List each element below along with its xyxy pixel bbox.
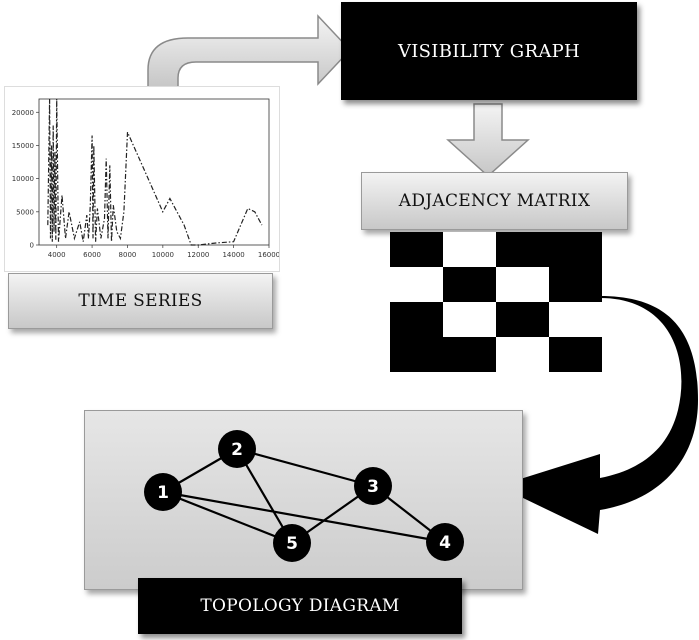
graph-node-label: 1 xyxy=(157,483,169,503)
matrix-cell xyxy=(443,337,496,372)
matrix-cell xyxy=(390,232,443,267)
visibility-graph-box: VISIBILITY GRAPH xyxy=(341,2,637,100)
time-series-label: TIME SERIES xyxy=(78,291,203,311)
adjacency-matrix-label: ADJACENCY MATRIX xyxy=(398,191,591,211)
x-tick-label: 8000 xyxy=(119,251,137,259)
topology-diagram-box: TOPOLOGY DIAGRAM xyxy=(138,578,462,634)
x-tick-label: 16000 xyxy=(258,251,279,259)
graph-node xyxy=(426,523,464,561)
adjacency-matrix-grid xyxy=(390,232,602,372)
y-tick-label: 20000 xyxy=(12,109,34,117)
graph-node-label: 3 xyxy=(367,477,379,497)
time-series-box: TIME SERIES xyxy=(8,273,273,329)
graph-edge xyxy=(236,447,374,488)
y-tick-label: 0 xyxy=(30,242,34,250)
graph-node-label: 2 xyxy=(231,440,243,460)
graph-node xyxy=(144,473,182,511)
plot-frame xyxy=(38,98,270,246)
graph-node xyxy=(218,430,256,468)
matrix-cell xyxy=(390,337,443,372)
graph-edge xyxy=(162,490,446,544)
time-series-chart: 4000 6000 8000 10000 12000 14000 16000 0 5000 100… xyxy=(12,98,280,259)
x-tick-label: 10000 xyxy=(152,251,174,259)
adjacency-matrix-box: ADJACENCY MATRIX xyxy=(361,172,628,230)
matrix-cell xyxy=(443,232,496,267)
topology-diagram-label: TOPOLOGY DIAGRAM xyxy=(200,596,400,616)
series-line xyxy=(47,98,263,246)
curved-black-arrow xyxy=(498,296,698,534)
matrix-cell xyxy=(549,302,602,337)
graph-node-label: 4 xyxy=(439,533,451,553)
matrix-cell xyxy=(443,302,496,337)
matrix-cell xyxy=(496,232,549,267)
matrix-cell xyxy=(549,232,602,267)
matrix-cell xyxy=(390,267,443,302)
x-tick-label: 12000 xyxy=(187,251,209,259)
graph-node-label: 5 xyxy=(286,534,298,554)
topology-graph: 1 2 3 4 5 xyxy=(144,430,464,562)
x-tick-label: 4000 xyxy=(48,251,66,259)
visibility-graph-label: VISIBILITY GRAPH xyxy=(397,40,581,62)
matrix-cell xyxy=(443,267,496,302)
matrix-cell xyxy=(496,337,549,372)
x-tick-label: 14000 xyxy=(222,251,244,259)
y-tick-label: 5000 xyxy=(16,208,34,216)
matrix-cell xyxy=(549,337,602,372)
y-tick-label: 10000 xyxy=(12,175,34,183)
graph-node xyxy=(354,467,392,505)
matrix-cell xyxy=(496,302,549,337)
matrix-cell xyxy=(549,267,602,302)
x-tick-label: 6000 xyxy=(83,251,101,259)
graph-edge xyxy=(162,490,293,545)
time-series-plot-panel: 4000 6000 8000 10000 12000 14000 16000 0 5000 100… xyxy=(4,86,280,272)
matrix-cell xyxy=(390,302,443,337)
y-tick-label: 15000 xyxy=(12,142,34,150)
graph-node xyxy=(273,524,311,562)
matrix-cell xyxy=(496,267,549,302)
